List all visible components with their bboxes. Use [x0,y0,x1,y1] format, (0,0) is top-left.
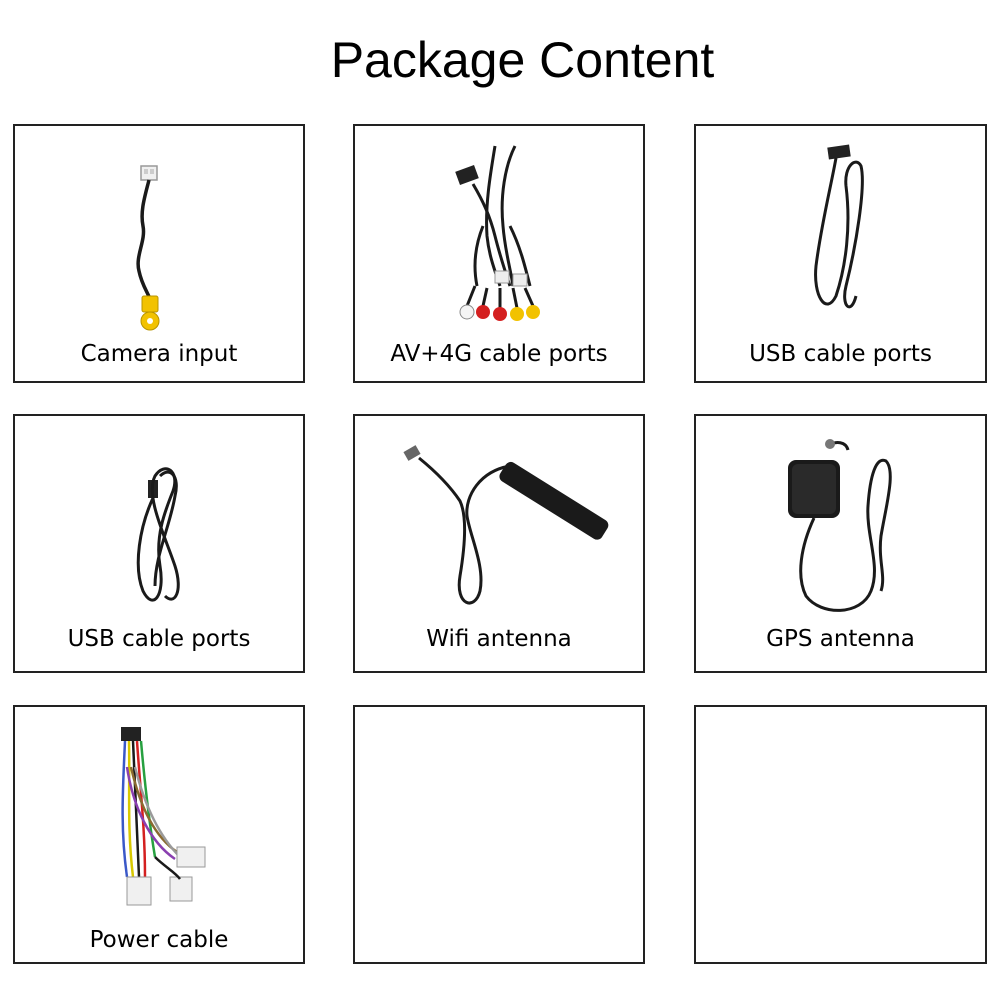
package-item-wifi-antenna: Wifi antenna [353,414,645,673]
package-item-empty-1 [353,705,645,964]
item-label: AV+4G cable ports [390,341,608,367]
wifi-antenna-icon [403,445,609,605]
usb-cable-icon [814,144,864,309]
package-item-av-4g-cable: AV+4G cable ports [353,124,645,383]
package-item-usb-cable-ports-2: USB cable ports [13,414,305,673]
item-label: Wifi antenna [426,626,572,652]
item-label: Power cable [89,927,229,953]
package-item-camera-input: Camera input [13,124,305,383]
gps-antenna-icon [788,439,892,612]
av-rca-cable-icon [455,145,540,321]
usb-cable-icon [136,467,180,602]
camera-cable-icon [136,165,160,331]
package-item-usb-cable-ports: USB cable ports [694,124,987,383]
item-label: USB cable ports [67,626,251,652]
package-item-power-cable: Power cable [13,705,305,964]
package-item-gps-antenna: GPS antenna [694,414,987,673]
item-label: Camera input [80,341,238,367]
page-title: Package Content [330,32,715,88]
power-harness-icon [121,727,206,906]
item-label: GPS antenna [766,626,915,652]
item-label: USB cable ports [749,341,932,367]
package-item-empty-2 [694,705,987,964]
